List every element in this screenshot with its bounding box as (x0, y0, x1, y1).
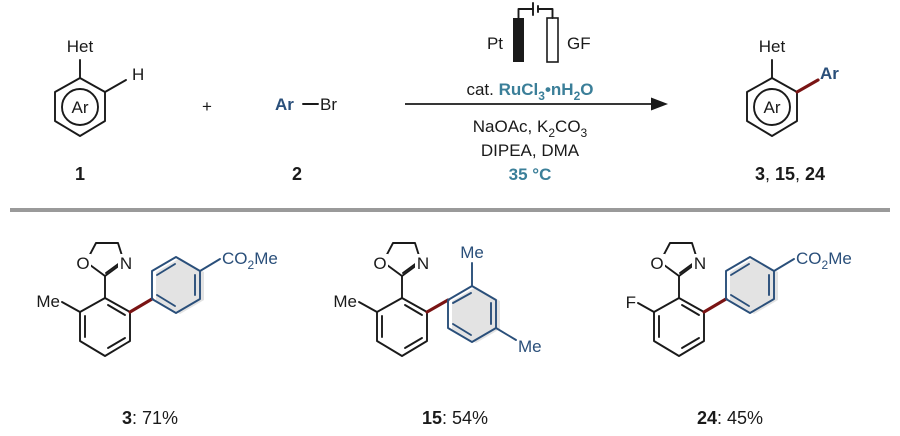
catalyst-prefix: cat. (466, 80, 493, 99)
starting-material-1: Het H Ar 1 (54, 37, 144, 184)
compound-number-2: 2 (292, 164, 302, 184)
section-divider (10, 208, 890, 212)
het-label-product: Het (759, 37, 786, 56)
aryl-substituent-15-top: Me (460, 243, 484, 262)
conditions-line-1: NaOAc, K2CO3 (473, 117, 588, 140)
h-label: H (132, 65, 144, 84)
gf-electrode (546, 17, 559, 63)
catalyst-line: cat. RuCl3•nH2O (466, 80, 593, 103)
product-general: Het Ar Ar 3, 15, 24 (746, 37, 839, 184)
compound-number-1: 1 (75, 164, 85, 184)
product-numbers: 3, 15, 24 (755, 164, 825, 184)
br-label: Br (320, 95, 337, 114)
svg-text:N: N (120, 254, 132, 273)
het-label-sm1: Het (67, 37, 94, 56)
ortho-substituent-3: Me (36, 292, 60, 311)
reaction-arrow (405, 97, 668, 111)
electrode-setup: Pt GF (487, 2, 591, 63)
svg-text:N: N (694, 254, 706, 273)
svg-text:O: O (373, 254, 386, 273)
yield-label-3: 3: 71% (122, 408, 178, 428)
aryl-substituent-15-bottom: Me (518, 337, 542, 356)
aryl-substituent-24: CO2Me (796, 249, 852, 272)
pt-electrode (513, 18, 524, 62)
plus-sign: + (202, 97, 212, 116)
aryl-substituent-3: CO2Me (222, 249, 278, 272)
yield-label-15: 15: 54% (422, 408, 488, 428)
anode-label: Pt (487, 34, 503, 53)
svg-text:O: O (76, 254, 89, 273)
conditions-line-2: DIPEA, DMA (481, 141, 580, 160)
example-compound-15: O N Me Me Me 15: 54% (333, 242, 542, 428)
temperature: 35 °C (509, 165, 552, 184)
ar-ring-label-sm1: Ar (72, 98, 89, 117)
ar-label-sm2: Ar (275, 95, 294, 114)
cathode-label: GF (567, 34, 591, 53)
example-compound-3: O N Me CO2Me 3: 71% (36, 242, 278, 428)
starting-material-2: Ar Br 2 (275, 95, 337, 184)
ortho-substituent-15: Me (333, 292, 357, 311)
example-compound-24: O N F CO2Me 24: 45% (626, 242, 852, 428)
ar-ring-label-product: Ar (764, 98, 781, 117)
yield-label-24: 24: 45% (697, 408, 763, 428)
benzene-ring-sm1 (54, 59, 127, 137)
svg-text:O: O (650, 254, 663, 273)
ar-sub-label-product: Ar (820, 64, 839, 83)
ortho-substituent-24: F (626, 293, 636, 312)
svg-text:N: N (417, 254, 429, 273)
